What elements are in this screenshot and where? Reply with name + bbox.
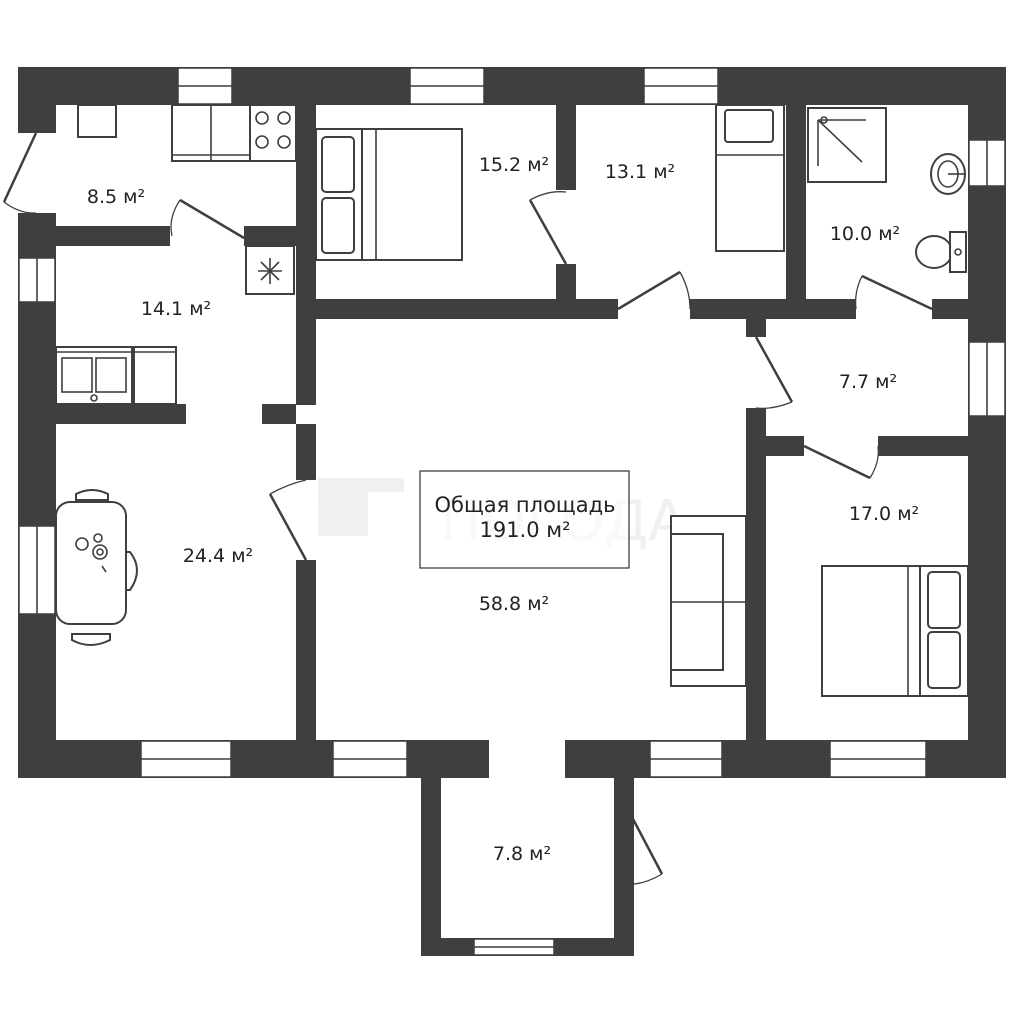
door: [170, 198, 245, 240]
furniture: [55, 104, 969, 697]
window: [643, 67, 719, 105]
kitchen-sink-icon: [55, 346, 133, 405]
shelf: [77, 104, 117, 138]
room-area-label: 58.8 м²: [479, 593, 549, 615]
stove-icon: [249, 104, 297, 162]
window: [18, 257, 56, 303]
single-bed: [715, 104, 785, 252]
window: [332, 740, 408, 778]
dining-table: [55, 489, 138, 646]
kitchen-cabinet: [133, 346, 177, 405]
window: [177, 67, 233, 105]
window: [473, 938, 555, 956]
total-area-title: Общая площадь: [435, 493, 616, 517]
total-area-value: 191.0 м²: [479, 518, 570, 542]
door: [617, 270, 691, 311]
door: [268, 479, 308, 561]
sink-icon: [930, 153, 966, 195]
door: [803, 444, 879, 480]
room-area-label: 24.4 м²: [183, 545, 253, 567]
door: [528, 191, 568, 265]
doors: [2, 132, 933, 885]
window: [649, 740, 723, 778]
door: [2, 132, 38, 214]
wall-openings: [14, 133, 565, 780]
windows: [18, 67, 1006, 956]
double-bed: [821, 565, 969, 697]
shower-icon: [807, 107, 887, 183]
room-area-label: 17.0 м²: [849, 503, 919, 525]
room-area-label: 7.8 м²: [493, 843, 551, 865]
window: [829, 740, 927, 778]
toilet-icon: [915, 231, 967, 273]
interior-walls: [56, 105, 968, 802]
door: [754, 336, 794, 410]
room-labels: 8.5 м² 15.2 м² 13.1 м² 10.0 м² 14.1 м² 7…: [87, 154, 919, 865]
window: [140, 740, 232, 778]
room-area-label: 8.5 м²: [87, 186, 145, 208]
fridge-icon: [245, 245, 295, 295]
kitchen-counter: [171, 104, 251, 162]
window: [968, 341, 1006, 417]
door: [854, 274, 933, 311]
window: [18, 525, 56, 615]
door: [622, 801, 664, 885]
room-area-label: 7.7 м²: [839, 371, 897, 393]
total-area-box: Общая площадь 191.0 м²: [419, 470, 630, 569]
window: [968, 139, 1006, 187]
room-area-label: 14.1 м²: [141, 298, 211, 320]
window: [409, 67, 485, 105]
room-area-label: 13.1 м²: [605, 161, 675, 183]
double-bed: [315, 128, 463, 261]
room-area-label: 15.2 м²: [479, 154, 549, 176]
sofa: [670, 515, 747, 687]
room-area-label: 10.0 м²: [830, 223, 900, 245]
